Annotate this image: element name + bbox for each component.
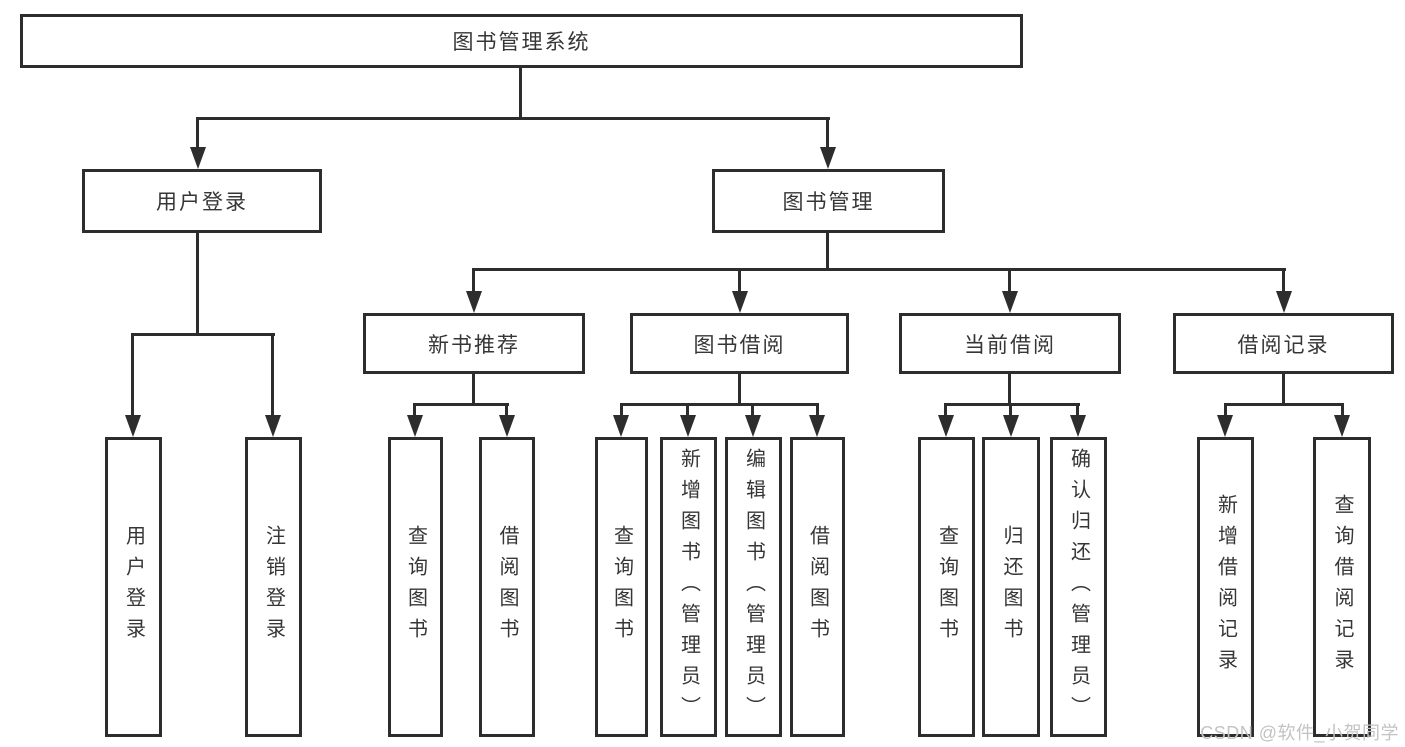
connector-line bbox=[1282, 374, 1285, 406]
node-current-borrow: 当前借阅 bbox=[899, 313, 1121, 374]
connector-line bbox=[413, 403, 416, 417]
connector-line bbox=[620, 403, 623, 417]
arrow-down-icon bbox=[1002, 291, 1018, 313]
leaf-label: 查询图书 bbox=[610, 525, 633, 649]
arrow-down-icon bbox=[1276, 291, 1292, 313]
leaf-label: 用户登录 bbox=[122, 525, 145, 649]
node-new-book-recommend: 新书推荐 bbox=[363, 313, 585, 374]
leaf-label: 查询借阅记录 bbox=[1331, 494, 1353, 680]
arrow-down-icon bbox=[745, 415, 761, 437]
node-borrow-records: 借阅记录 bbox=[1173, 313, 1394, 374]
arrow-down-icon bbox=[1334, 415, 1350, 437]
connector-line bbox=[1224, 403, 1344, 406]
leaf-query-borrow-record: 查询借阅记录 bbox=[1313, 437, 1371, 737]
connector-line bbox=[1008, 374, 1011, 406]
leaf-label: 归还图书 bbox=[1000, 525, 1022, 649]
leaf-user-login: 用户登录 bbox=[105, 437, 162, 737]
arrow-down-icon bbox=[809, 415, 825, 437]
leaf-query-books-recommend: 查询图书 bbox=[388, 437, 443, 737]
leaf-label: 新增图书（管理员） bbox=[677, 447, 700, 727]
arrow-down-icon bbox=[407, 415, 423, 437]
connector-line bbox=[620, 403, 819, 406]
arrow-down-icon bbox=[938, 415, 954, 437]
connector-line bbox=[1008, 268, 1011, 294]
leaf-add-books-admin: 新增图书（管理员） bbox=[660, 437, 717, 737]
connector-line bbox=[472, 268, 475, 294]
connector-line bbox=[1341, 403, 1344, 417]
connector-line bbox=[472, 374, 475, 406]
leaf-return-books: 归还图书 bbox=[982, 437, 1040, 737]
arrow-down-icon bbox=[125, 415, 141, 437]
connector-line bbox=[131, 333, 134, 419]
connector-line bbox=[944, 403, 1080, 406]
leaf-query-books-borrow: 查询图书 bbox=[595, 437, 648, 737]
leaf-query-books-current: 查询图书 bbox=[918, 437, 975, 737]
arrow-down-icon bbox=[190, 147, 206, 169]
leaf-label: 注销登录 bbox=[262, 525, 285, 649]
leaf-borrow-books: 借阅图书 bbox=[790, 437, 845, 737]
leaf-label: 新增借阅记录 bbox=[1214, 494, 1237, 680]
arrow-down-icon bbox=[499, 415, 515, 437]
connector-line bbox=[1076, 403, 1079, 417]
connector-line bbox=[944, 403, 947, 417]
arrow-down-icon bbox=[732, 291, 748, 313]
node-user-login: 用户登录 bbox=[82, 169, 322, 233]
connector-line bbox=[472, 268, 1286, 271]
connector-line bbox=[1224, 403, 1227, 417]
connector-line bbox=[738, 268, 741, 294]
csdn-watermark: CSDN @软件_小贺同学 bbox=[1200, 723, 1399, 743]
arrow-down-icon bbox=[613, 415, 629, 437]
connector-line bbox=[196, 117, 830, 120]
leaf-label: 编辑图书（管理员） bbox=[742, 447, 765, 727]
connector-line bbox=[1282, 268, 1285, 294]
arrow-down-icon bbox=[1003, 415, 1019, 437]
leaf-add-borrow-record: 新增借阅记录 bbox=[1197, 437, 1254, 737]
arrow-down-icon bbox=[1217, 415, 1233, 437]
connector-line bbox=[271, 333, 274, 419]
node-root: 图书管理系统 bbox=[20, 14, 1023, 68]
connector-line bbox=[196, 233, 199, 336]
arrow-down-icon bbox=[820, 147, 836, 169]
leaf-confirm-return-admin: 确认归还（管理员） bbox=[1050, 437, 1107, 737]
connector-line bbox=[505, 403, 508, 417]
arrow-down-icon bbox=[1070, 415, 1086, 437]
node-book-borrow: 图书借阅 bbox=[630, 313, 849, 374]
connector-line bbox=[131, 333, 275, 336]
leaf-logout: 注销登录 bbox=[245, 437, 302, 737]
connector-line bbox=[826, 117, 829, 150]
leaf-label: 借阅图书 bbox=[496, 525, 518, 649]
arrow-down-icon bbox=[265, 415, 281, 437]
connector-line bbox=[816, 403, 819, 417]
leaf-label: 查询图书 bbox=[935, 525, 958, 649]
connector-line bbox=[519, 68, 522, 119]
arrow-down-icon bbox=[680, 415, 696, 437]
arrow-down-icon bbox=[466, 291, 482, 313]
connector-line bbox=[738, 374, 741, 406]
connector-line bbox=[826, 233, 829, 271]
leaf-borrow-books-recommend: 借阅图书 bbox=[479, 437, 535, 737]
leaf-label: 查询图书 bbox=[404, 525, 427, 649]
leaf-label: 借阅图书 bbox=[806, 525, 829, 649]
connector-line bbox=[413, 403, 509, 406]
leaf-edit-books-admin: 编辑图书（管理员） bbox=[725, 437, 782, 737]
connector-line bbox=[1009, 403, 1012, 417]
leaf-label: 确认归还（管理员） bbox=[1067, 447, 1090, 727]
connector-line bbox=[196, 117, 199, 150]
connector-line bbox=[686, 403, 689, 417]
connector-line bbox=[751, 403, 754, 417]
node-book-management: 图书管理 bbox=[712, 169, 945, 233]
